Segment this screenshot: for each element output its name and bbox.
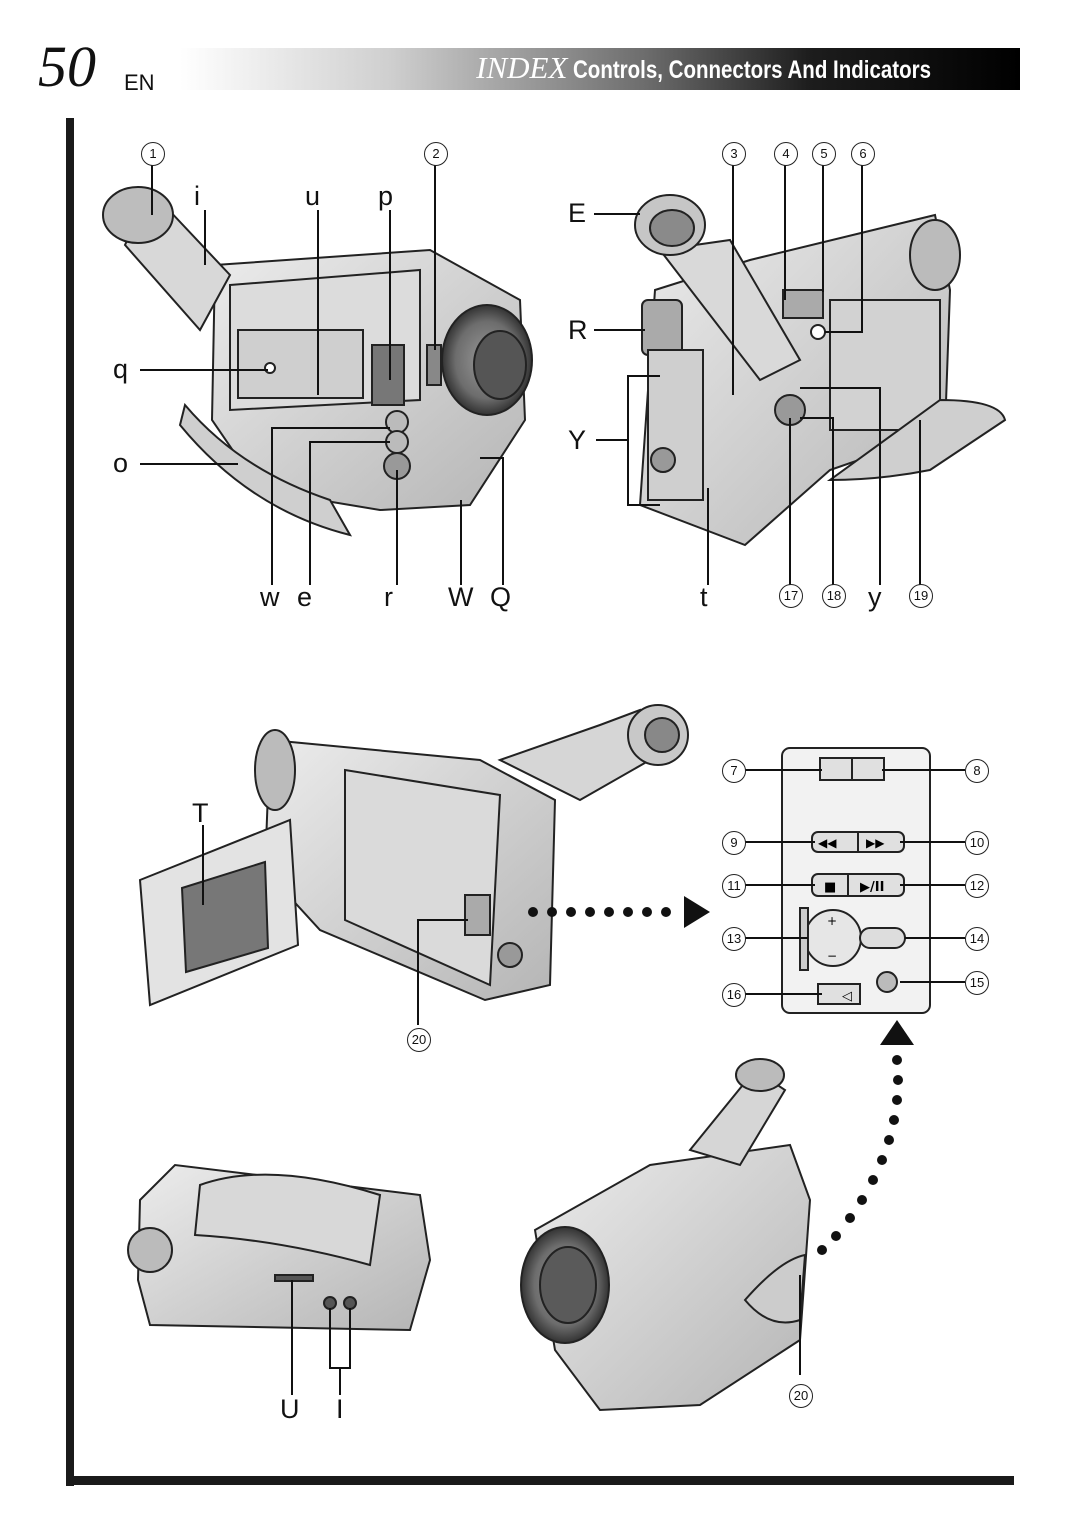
callout-17: 17 bbox=[779, 584, 803, 608]
label-T: T bbox=[192, 798, 209, 828]
callout-1: 1 bbox=[141, 142, 165, 166]
callout-12: 12 bbox=[965, 874, 989, 898]
control-panel-detail bbox=[781, 747, 931, 1014]
callout-10: 10 bbox=[965, 831, 989, 855]
label-t: t bbox=[700, 582, 708, 612]
triangle-left-icon: ◁ bbox=[842, 989, 852, 1004]
dotted-arrow-up bbox=[817, 1020, 914, 1255]
label-p: p bbox=[378, 181, 394, 211]
callout-19: 19 bbox=[909, 584, 933, 608]
label-Q: Q bbox=[490, 582, 512, 612]
callout-3: 3 bbox=[722, 142, 746, 166]
label-u: u bbox=[305, 181, 321, 211]
dotted-arrow-right bbox=[528, 896, 710, 928]
camcorder-bottom-view bbox=[127, 1163, 432, 1332]
page-number: 50 bbox=[38, 34, 96, 99]
label-y: y bbox=[868, 582, 882, 612]
rewind-icon: ◀◀ bbox=[818, 836, 837, 850]
stop-icon: ■ bbox=[824, 880, 836, 895]
label-W: W bbox=[448, 582, 474, 612]
fast-forward-icon: ▶▶ bbox=[866, 836, 885, 850]
callout-15: 15 bbox=[965, 971, 989, 995]
callout-2: 2 bbox=[424, 142, 448, 166]
camcorder-lcd-open-view bbox=[138, 704, 689, 1007]
label-I: I bbox=[336, 1394, 344, 1424]
page-language: EN bbox=[124, 70, 155, 95]
header-bar bbox=[180, 48, 1020, 90]
minus-icon: − bbox=[827, 949, 837, 963]
camcorder-left-view bbox=[102, 186, 533, 537]
callout-14: 14 bbox=[965, 927, 989, 951]
left-rule bbox=[66, 118, 74, 1486]
header-subtitle: Controls, Connectors And Indicators bbox=[573, 56, 932, 84]
callout-7: 7 bbox=[722, 759, 746, 783]
callout-18: 18 bbox=[822, 584, 846, 608]
callout-8: 8 bbox=[965, 759, 989, 783]
callout-6: 6 bbox=[851, 142, 875, 166]
plus-icon: + bbox=[827, 914, 837, 928]
callout-11: 11 bbox=[722, 874, 746, 898]
callout-4: 4 bbox=[774, 142, 798, 166]
label-i: i bbox=[194, 181, 200, 211]
label-e: e bbox=[297, 582, 313, 612]
label-E: E bbox=[568, 198, 587, 228]
callout-13: 13 bbox=[722, 927, 746, 951]
camcorder-rear-view bbox=[634, 194, 1007, 547]
camcorder-front-view bbox=[520, 1058, 812, 1412]
label-U: U bbox=[280, 1394, 300, 1424]
callout-20-front: 20 bbox=[789, 1384, 813, 1408]
bottom-rule bbox=[66, 1476, 1014, 1485]
label-o: o bbox=[113, 448, 129, 478]
leader-lines bbox=[140, 165, 965, 1395]
play-pause-icon: ▶/II bbox=[860, 880, 884, 895]
callout-16: 16 bbox=[722, 983, 746, 1007]
label-r: r bbox=[384, 582, 393, 612]
label-Y: Y bbox=[568, 425, 587, 455]
label-R: R bbox=[568, 315, 588, 345]
header-index: INDEX bbox=[476, 50, 568, 85]
label-q: q bbox=[113, 354, 129, 384]
callout-9: 9 bbox=[722, 831, 746, 855]
callout-20-lcd: 20 bbox=[407, 1028, 431, 1052]
callout-5: 5 bbox=[812, 142, 836, 166]
label-w: w bbox=[260, 582, 280, 612]
